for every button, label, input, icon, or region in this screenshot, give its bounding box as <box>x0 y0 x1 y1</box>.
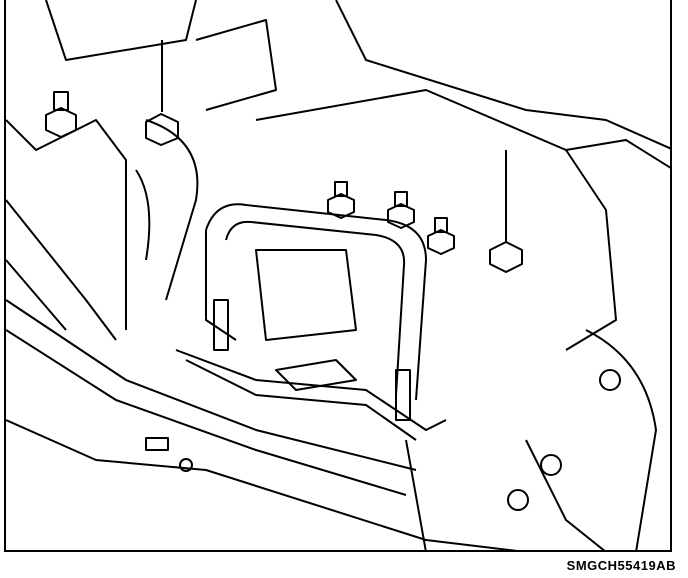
nut-icon <box>145 40 179 146</box>
nut-icon <box>327 181 355 219</box>
engine-mount-drawing <box>6 0 670 550</box>
figure-caption: SMGCH55419AB <box>566 558 676 573</box>
nut-icon <box>427 217 455 255</box>
bolt-head-icon <box>540 454 562 476</box>
stud-icon <box>213 299 229 351</box>
nut-icon <box>45 91 77 138</box>
illustration-frame <box>4 0 672 552</box>
nut-icon <box>387 191 415 229</box>
bolt-head-icon <box>507 489 529 511</box>
engine-block-outline <box>6 0 670 550</box>
hole-icon <box>179 458 193 472</box>
bolt-head-icon <box>599 369 621 391</box>
bolts <box>45 40 621 511</box>
engine-mount-bracket <box>175 203 447 441</box>
stud-icon <box>395 369 411 421</box>
slot-icon <box>145 437 169 451</box>
nut-icon <box>489 150 523 273</box>
